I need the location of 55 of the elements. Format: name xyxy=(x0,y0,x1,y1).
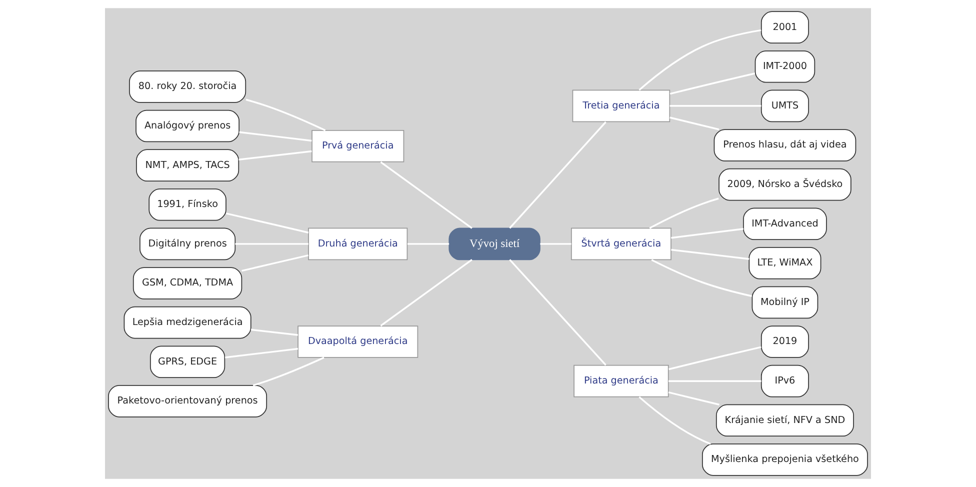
node-box: IPv6 xyxy=(760,364,809,398)
connector xyxy=(668,391,720,406)
node-box: 2009, Nórsko a Švédsko xyxy=(718,168,852,201)
connector xyxy=(668,380,762,382)
node-box: Myšlienka prepojenia všetkého xyxy=(702,444,868,476)
node-box: Piata generácia xyxy=(574,364,669,398)
connector xyxy=(242,254,308,272)
connector xyxy=(239,131,312,142)
connector xyxy=(509,259,606,366)
node-box: Lepšia medzigenerácia xyxy=(124,306,252,339)
node-box: 1991, Fínsko xyxy=(148,188,226,221)
connector xyxy=(651,259,752,297)
connector xyxy=(649,198,719,229)
node-box: Druhá generácia xyxy=(308,228,408,260)
node-box: UMTS xyxy=(760,90,809,122)
connector xyxy=(540,243,572,245)
connector xyxy=(671,248,750,260)
connector xyxy=(226,212,309,234)
connector xyxy=(407,243,450,245)
connector xyxy=(670,72,756,95)
node-box: IMT-Advanced xyxy=(743,208,827,240)
node-box: Mobilný IP xyxy=(752,286,818,319)
node-box: Prvá generácia xyxy=(312,130,404,162)
node-box: GSM, CDMA, TDMA xyxy=(132,267,242,300)
connector xyxy=(638,396,711,445)
connector xyxy=(235,243,308,245)
node-box: 2019 xyxy=(760,326,809,358)
node-box: 80. roky 20. storočia xyxy=(129,70,246,103)
node-box: Digitálny prenos xyxy=(140,228,236,260)
connector xyxy=(509,121,606,229)
connector xyxy=(246,98,326,132)
connector xyxy=(224,348,298,358)
node-box: GPRS, EDGE xyxy=(150,346,226,378)
node-box: Tretia generácia xyxy=(572,90,670,122)
node-box: Prenos hlasu, dát aj videa xyxy=(714,129,856,162)
connector xyxy=(670,105,762,107)
node-box: Vývoj sietí xyxy=(448,228,540,260)
connector xyxy=(638,29,762,91)
connector xyxy=(380,161,472,229)
node-box: Krájanie sietí, NFV a SND xyxy=(716,404,854,437)
connector xyxy=(250,328,298,336)
connector xyxy=(238,150,312,160)
connector xyxy=(252,356,324,386)
node-box: LTE, WiMAX xyxy=(748,247,822,280)
node-box: Analógový prenos xyxy=(136,110,240,142)
node-box: 2001 xyxy=(760,11,809,44)
connector xyxy=(670,116,720,130)
node-box: Štvrtá generácia xyxy=(570,228,672,260)
node-box: Paketovo-orientovaný prenos xyxy=(108,385,268,418)
connector xyxy=(668,346,762,370)
node-box: IMT-2000 xyxy=(754,50,816,83)
node-box: Dvaapoltá generácia xyxy=(298,326,418,358)
connector xyxy=(380,259,472,327)
node-box: NMT, AMPS, TACS xyxy=(136,149,240,182)
connector xyxy=(671,228,744,239)
